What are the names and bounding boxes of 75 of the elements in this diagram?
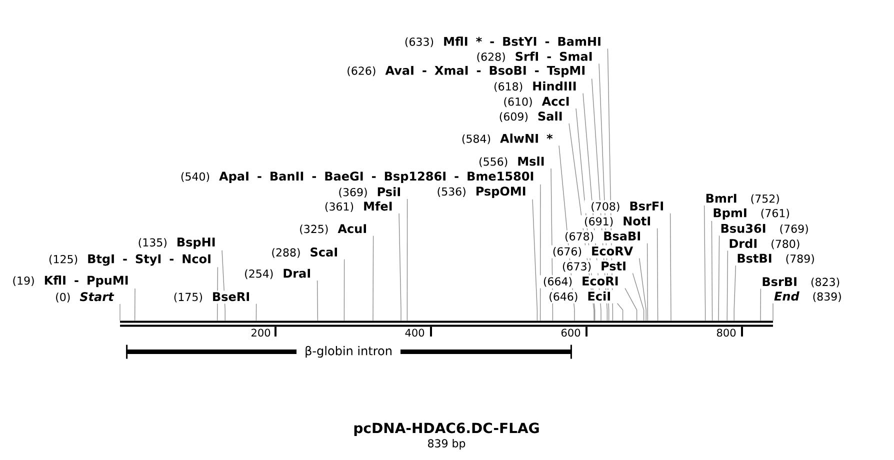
leader-line <box>576 108 596 321</box>
site-label: (676) EcoRV <box>553 246 634 257</box>
site-label: (626) AvaI - XmaI - BsoBI - TspMI <box>348 66 584 78</box>
leader-line <box>372 235 374 321</box>
leader-line <box>718 235 720 321</box>
leader-line <box>607 48 614 321</box>
leader-line <box>646 242 648 321</box>
site-label: (664) EcoRI <box>544 276 618 287</box>
leader-line <box>540 184 541 321</box>
site-label: (361) MfeI <box>325 201 392 212</box>
feature-bar: β-globin intron <box>126 344 572 359</box>
site-label: (254) DraI <box>245 268 310 280</box>
site-label: (584) AlwNI * <box>462 134 553 144</box>
site-label: (618) HindIII <box>494 81 576 92</box>
leader-line <box>711 220 713 321</box>
leader-line <box>726 250 728 321</box>
site-label: (610) AccI <box>504 96 569 108</box>
site-label: (135) BspHI <box>138 238 215 249</box>
leader-line <box>638 258 646 321</box>
site-label: (540) ApaI - BanII - BaeGI - Bsp1286I - Bme1580I <box>181 172 534 183</box>
site-label: (556) MslI <box>480 156 544 168</box>
site-label: (678) BsaBI <box>565 232 640 242</box>
site-label: (633) MflI * - BstYI - BamHI <box>405 36 600 48</box>
leader-line <box>558 145 575 321</box>
site-label: DrdI (780) <box>730 238 800 250</box>
site-label: Bsu36I (769) <box>721 224 808 234</box>
site-label: (628) SrfI - SmaI <box>477 52 592 62</box>
site-label: (369) PsiI <box>339 187 400 198</box>
leader-line <box>550 168 554 321</box>
site-label: BmrI (752) <box>706 194 779 204</box>
site-label: (536) PspOMI <box>438 186 526 198</box>
diagram-title: pcDNA-HDAC6.DC-FLAG <box>354 422 539 436</box>
site-label: BstBI (789) <box>738 254 814 264</box>
leader-line <box>532 199 538 321</box>
leader-line <box>772 303 774 321</box>
leader-line <box>704 205 706 321</box>
site-label: (691) NotI <box>584 216 650 227</box>
leader-line <box>760 288 762 321</box>
leader-line <box>670 212 672 321</box>
tick-label: 600 <box>562 328 580 337</box>
tick-label: 200 <box>252 328 270 337</box>
leader-line <box>256 303 257 321</box>
site-label: (19) KflI - PpuMI <box>13 276 128 288</box>
leader-line <box>398 213 402 321</box>
site-label: (325) AcuI <box>300 224 366 234</box>
leader-line <box>591 78 608 321</box>
site-label: (646) EciI <box>550 291 610 302</box>
site-label: (0) Start <box>56 292 114 302</box>
site-label: BsrBI (823) <box>762 277 840 288</box>
leader-line <box>568 123 594 321</box>
leader-line <box>624 288 638 321</box>
sequence-ruler <box>120 320 773 327</box>
site-label: (708) BsrFI <box>592 202 663 212</box>
leader-line <box>656 228 658 321</box>
leader-line <box>632 272 644 321</box>
leader-line <box>316 280 318 321</box>
leader-line <box>406 198 408 321</box>
sequence-length: 839 bp <box>428 438 466 450</box>
leader-line <box>222 250 226 321</box>
leader-line <box>616 303 624 321</box>
leader-line <box>344 258 345 321</box>
site-label: (673) PstI <box>562 262 626 272</box>
site-label: (288) ScaI <box>272 248 337 258</box>
site-label: (125) BtgI - StyI - NcoI <box>49 254 210 266</box>
site-label: BpmI (761) <box>714 208 790 220</box>
tick-label: 800 <box>716 328 736 337</box>
leader-line <box>598 63 610 321</box>
site-label: End (839) <box>774 291 841 302</box>
leader-line <box>216 266 218 321</box>
tick-label: 400 <box>405 328 424 337</box>
site-label: (175) BseRI <box>174 292 249 302</box>
leader-line <box>582 92 602 321</box>
leader-line <box>734 265 736 321</box>
site-label: (609) SalI <box>500 111 562 122</box>
leader-line <box>134 288 136 321</box>
